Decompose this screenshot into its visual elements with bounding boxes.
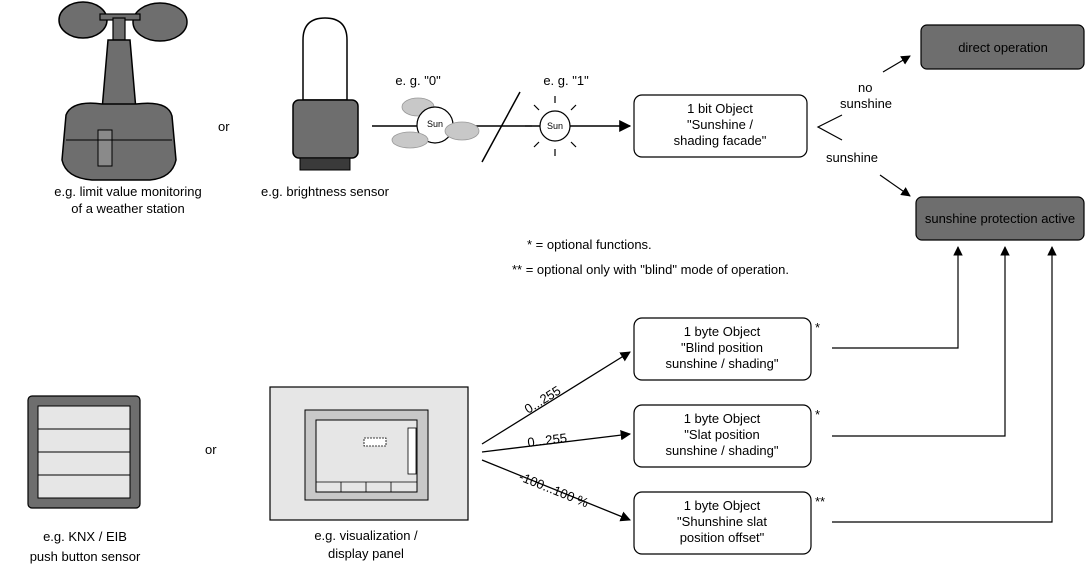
weather-station-caption-2: of a weather station (71, 201, 184, 216)
knx-caption-2: push button sensor (30, 549, 141, 564)
direct-operation-label: direct operation (958, 40, 1048, 55)
sun-icon (525, 96, 577, 156)
visualization-caption-2: display panel (328, 546, 404, 561)
or-label-bottom: or (205, 442, 217, 457)
no-sunshine-label-1: no (858, 80, 872, 95)
clouds-icon (391, 97, 480, 149)
blind-object-line-1: 1 byte Object (684, 324, 761, 339)
direct-operation-box (920, 24, 1085, 70)
arrow-to-blind (481, 351, 631, 445)
protection-box (915, 196, 1085, 241)
slat-object-line-1: 1 byte Object (684, 411, 761, 426)
no-sunshine-label-2: sunshine (840, 96, 892, 111)
value-0-label: e. g. "0" (395, 73, 441, 88)
push-button-sensor-icon (27, 395, 141, 509)
offset-object-line-3: position offset" (680, 530, 765, 545)
connector-offset (832, 246, 1057, 523)
sunshine-label: sunshine (826, 150, 878, 165)
sun-label: Sun (547, 121, 563, 131)
arrow-to-slat (481, 429, 632, 453)
offset-object-box (633, 491, 812, 555)
note-optional-blind: ** = optional only with "blind" mode of … (512, 262, 789, 277)
blind-object-line-3: sunshine / shading" (665, 356, 778, 371)
knx-caption-1: e.g. KNX / EIB (43, 529, 127, 544)
blind-marker: * (815, 320, 820, 335)
sunshine-object-line-1: 1 bit Object (687, 101, 753, 116)
range-blind: 0...255 (522, 383, 564, 417)
offset-marker: ** (815, 494, 825, 509)
slat-marker: * (815, 407, 820, 422)
range-offset: -100...100 % (517, 469, 591, 511)
sun-label-dim: Sun (427, 119, 443, 129)
blind-object-line-2: "Blind position (681, 340, 763, 355)
slat-object-box (633, 404, 812, 468)
sunshine-object-line-3: shading facade" (674, 133, 767, 148)
slat-object-line-3: sunshine / shading" (665, 443, 778, 458)
slat-object-line-2: "Slat position (684, 427, 759, 442)
value-1-label: e. g. "1" (543, 73, 589, 88)
arrow-no-sunshine (882, 55, 911, 73)
brightness-sensor-icon (292, 17, 359, 171)
visualization-caption-1: e.g. visualization / (314, 528, 418, 543)
sunshine-object-box (633, 94, 808, 158)
or-label-top: or (218, 119, 230, 134)
offset-object-line-2: "Shunshine slat (677, 514, 767, 529)
branch-split (816, 114, 843, 141)
weather-station-caption-1: e.g. limit value monitoring (54, 184, 201, 199)
blind-object-box (633, 317, 812, 381)
connector-slat (832, 246, 1010, 437)
offset-object-line-1: 1 byte Object (684, 498, 761, 513)
arrow-to-offset (481, 459, 631, 522)
connector-blind (832, 246, 963, 349)
protection-label: sunshine protection active (925, 211, 1075, 226)
range-slat: 0...255 (527, 430, 568, 450)
sunshine-object-line-2: "Sunshine / (687, 117, 753, 132)
display-panel-icon (269, 386, 469, 521)
switch-slash (481, 91, 521, 163)
brightness-caption: e.g. brightness sensor (261, 184, 390, 199)
arrow-sunshine (879, 174, 911, 197)
note-optional: * = optional functions. (527, 237, 652, 252)
weather-station-icon (58, 1, 188, 181)
